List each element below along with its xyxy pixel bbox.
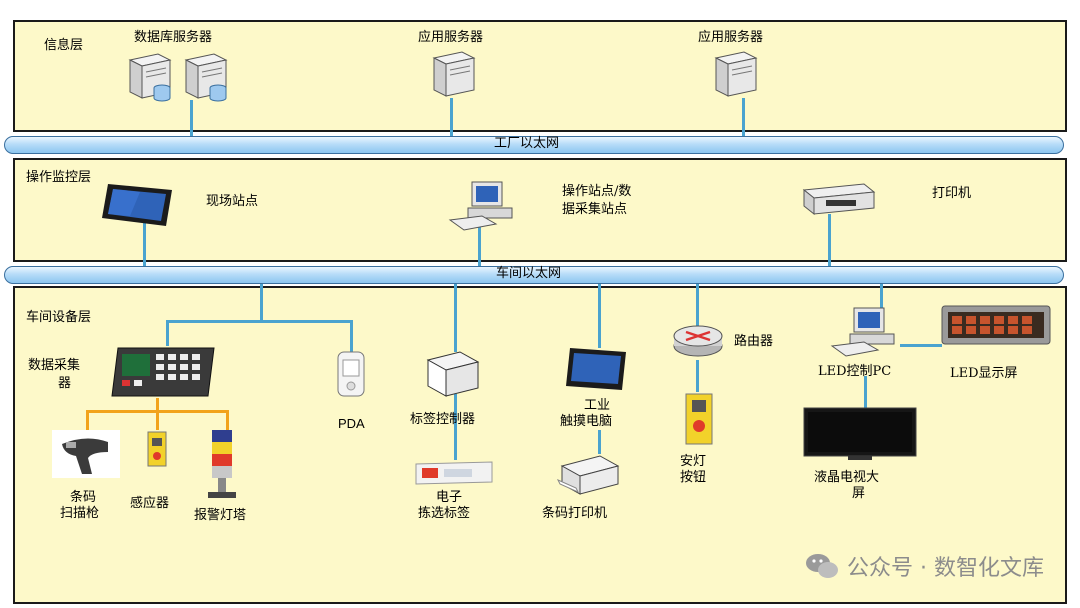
connector (350, 320, 353, 352)
sub-connector (226, 410, 229, 430)
led-pc-label: LED控制PC (818, 364, 892, 379)
pick-label-label-line1: 电子 (436, 490, 463, 505)
operation-layer-label: 操作监控层 (26, 170, 92, 185)
router-label: 路由器 (734, 334, 774, 349)
info-layer-label: 信息层 (44, 38, 84, 53)
pda-icon (334, 350, 370, 400)
connector (454, 394, 457, 460)
desktop-pc-icon (828, 302, 908, 358)
barcode-printer-label: 条码打印机 (542, 506, 608, 521)
wechat-icon (805, 552, 839, 580)
barcode-printer-icon (556, 452, 622, 496)
factory-ethernet-bus (4, 136, 1064, 154)
tablet-icon (100, 182, 176, 228)
lcd-tv-label-line1: 液晶电视大 (814, 470, 880, 485)
data-collector-icon (110, 344, 220, 400)
workshop-ethernet-bus (4, 266, 1064, 284)
connector (166, 320, 352, 323)
data-collector-label-line2: 器 (58, 376, 72, 391)
pick-label-label-line2: 拣选标签 (418, 506, 471, 521)
watermark: 公众号 · 数智化文库 (805, 550, 1044, 582)
connector (143, 222, 146, 268)
printer-label: 打印机 (932, 186, 972, 201)
andon-label-line1: 安灯 (680, 454, 707, 469)
sub-connector (156, 410, 159, 430)
database-icon (152, 84, 172, 102)
led-screen-label: LED显示屏 (950, 366, 1018, 381)
workshop-layer-label: 车间设备层 (26, 310, 92, 325)
connector (696, 282, 699, 326)
lcd-tv-icon (802, 406, 918, 462)
sub-connector (156, 398, 159, 412)
alarm-tower-label: 报警灯塔 (194, 508, 247, 523)
connector (450, 98, 453, 138)
connector (900, 344, 942, 347)
data-collector-label-line1: 数据采集 (28, 358, 81, 373)
alarm-tower-icon (204, 430, 240, 502)
factory-ethernet-label: 工厂以太网 (494, 136, 560, 151)
lcd-tv-label-line2: 屏 (852, 486, 866, 501)
op-station-label-line2: 据采集站点 (562, 202, 628, 217)
touch-screen-icon (564, 346, 628, 394)
connector (742, 98, 745, 138)
sensor-icon (146, 430, 168, 470)
operation-layer (13, 158, 1067, 262)
server-icon (712, 48, 762, 100)
connector (696, 360, 699, 392)
app-server-2-label: 应用服务器 (698, 30, 764, 45)
barcode-scanner-label-line1: 条码 (70, 490, 97, 505)
barcode-scanner-label-line2: 扫描枪 (60, 506, 100, 521)
db-server-label: 数据库服务器 (134, 30, 213, 45)
pda-label: PDA (338, 416, 365, 431)
workshop-ethernet-label: 车间以太网 (496, 266, 562, 281)
connector (598, 282, 601, 348)
connector (880, 282, 883, 308)
sensor-label: 感应器 (130, 496, 170, 511)
watermark-text: 公众号 · 数智化文库 (847, 556, 1044, 581)
connector (478, 222, 481, 268)
connector (190, 100, 193, 138)
connector (828, 214, 831, 268)
led-screen-icon (940, 304, 1054, 348)
router-icon (672, 322, 724, 362)
connector (598, 430, 601, 454)
sub-connector (86, 410, 89, 430)
server-icon (430, 48, 480, 100)
label-controller-label: 标签控制器 (410, 412, 476, 427)
controller-box-icon (424, 350, 482, 398)
connector (454, 282, 457, 352)
andon-label-line2: 按钮 (680, 470, 707, 485)
touch-pc-label-line1: 工业 (584, 398, 611, 413)
database-icon (208, 84, 228, 102)
printer-icon (798, 180, 878, 218)
connector (166, 320, 169, 346)
barcode-scanner-icon (52, 430, 120, 478)
connector (864, 376, 867, 410)
connector (260, 282, 263, 322)
desktop-pc-icon (446, 176, 526, 232)
touch-pc-label-line2: 触摸电脑 (560, 414, 613, 429)
field-station-label: 现场站点 (206, 194, 259, 209)
app-server-1-label: 应用服务器 (418, 30, 484, 45)
op-station-label-line1: 操作站点/数 (562, 184, 632, 199)
pick-label-icon (412, 460, 496, 486)
andon-button-icon (684, 392, 714, 446)
